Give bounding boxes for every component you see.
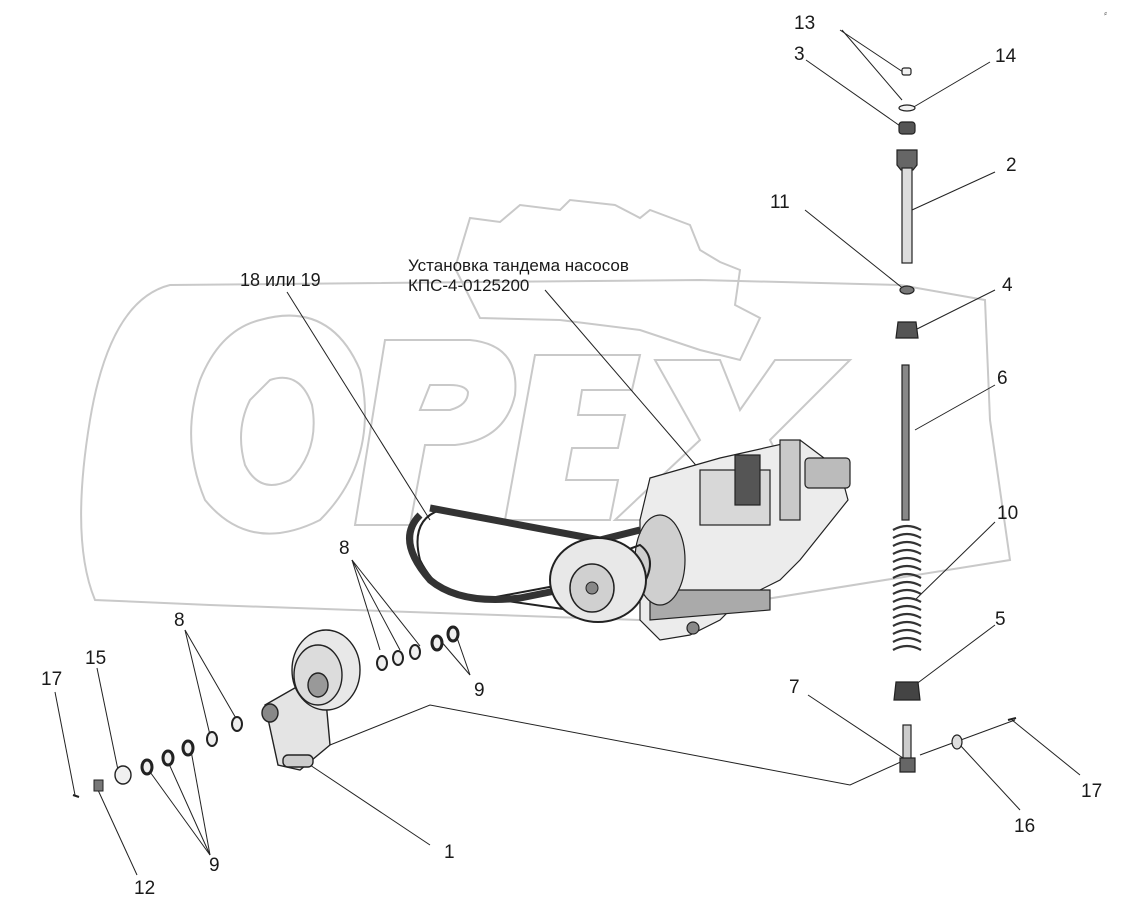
callout-10: 10 [997, 503, 1019, 524]
callout-17-right: 17 [1081, 781, 1103, 802]
watermark-oval [80, 278, 1012, 622]
callout-17-left: 17 [41, 669, 63, 690]
callout-5: 5 [995, 609, 1006, 630]
callout-16: 16 [1014, 816, 1036, 837]
assembly-label-line1: Установка тандема насосов [408, 256, 629, 275]
belt-drive [406, 504, 651, 623]
callout-7: 7 [789, 677, 800, 698]
corner-mark: ⸗ [1104, 8, 1107, 18]
callout-14: 14 [995, 46, 1017, 67]
pump-tandem-unit [634, 439, 851, 641]
callout-8-lower: 8 [174, 610, 185, 631]
belt-label: 18 или 19 [240, 270, 321, 290]
leader-lines [54, 29, 1081, 876]
callout-9-lower: 9 [209, 855, 220, 876]
callout-11: 11 [770, 192, 790, 213]
watermark-letter-p [353, 339, 517, 526]
idler-assembly [261, 629, 361, 771]
callout-8-upper: 8 [339, 538, 350, 559]
watermark-gear [453, 198, 762, 362]
callout-3: 3 [794, 44, 805, 65]
callout-12: 12 [134, 878, 156, 899]
callout-4: 4 [1002, 275, 1013, 296]
tensioner-assembly [892, 67, 1017, 773]
assembly-label: Установка тандема насосов КПС-4-0125200 [408, 256, 629, 295]
callout-9-upper: 9 [474, 680, 485, 701]
callout-13: 13 [794, 13, 816, 34]
small-parts [72, 625, 460, 798]
assembly-label-line2: КПС-4-0125200 [408, 275, 530, 295]
callout-2: 2 [1006, 155, 1017, 176]
callout-1: 1 [444, 842, 455, 863]
watermark-letter-o [190, 314, 366, 535]
callout-6: 6 [997, 368, 1008, 389]
callout-15: 15 [85, 648, 107, 669]
watermark-letter-e [503, 354, 642, 521]
